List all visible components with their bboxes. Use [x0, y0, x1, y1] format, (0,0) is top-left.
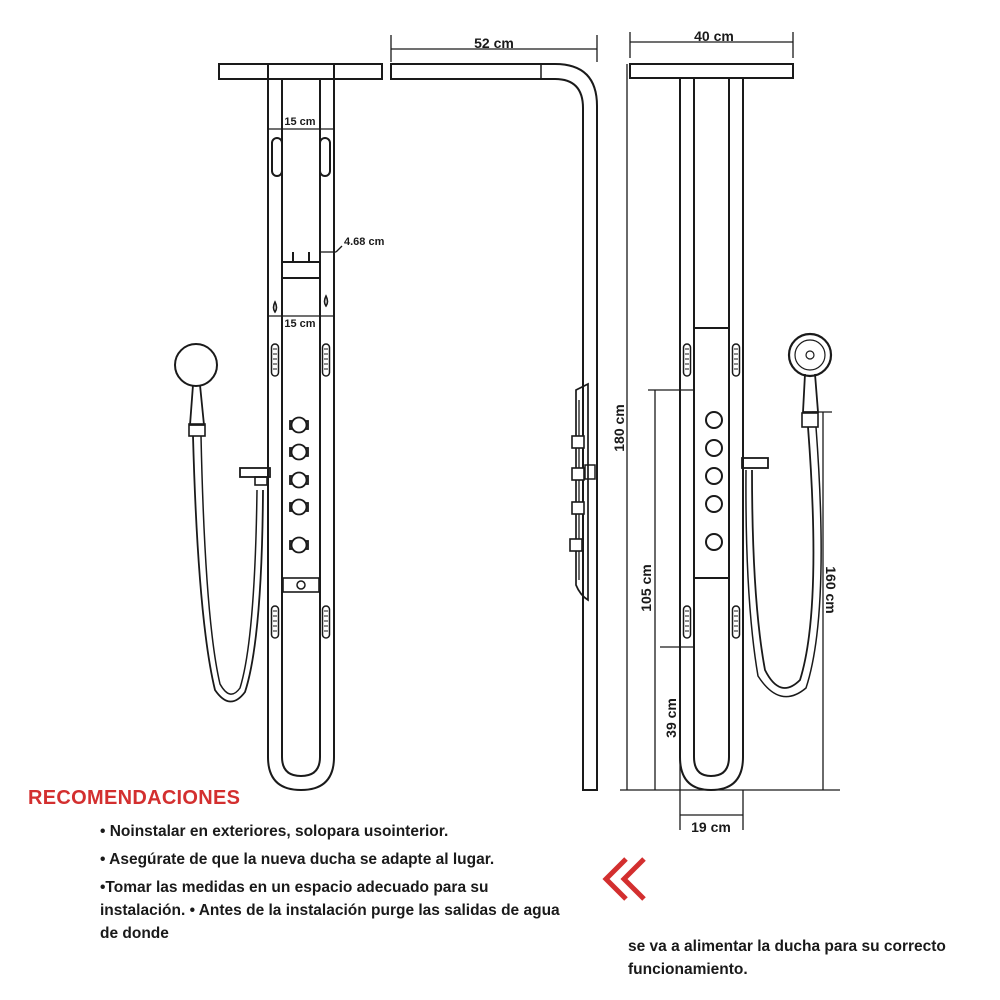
back-dimension-lines: [629, 32, 840, 830]
recommendation-item: • Noinstalar en exteriores, solopara uso…: [100, 823, 449, 840]
dim-hose-length: 160 cm: [823, 566, 839, 613]
dim-side-height: 180 cm: [611, 404, 627, 451]
back-rain-head: [629, 63, 794, 79]
double-chevron-left-icon: [602, 857, 646, 901]
side-dimension-lines: [390, 35, 640, 791]
recommendation-continuation: se va a alimentar la ducha para su corre…: [628, 938, 946, 978]
dim-valve-spacing: 4.68 cm: [344, 236, 385, 248]
recommendation-item: •Tomar las medidas en un espacio adecuad…: [100, 879, 560, 942]
front-view: [174, 63, 383, 792]
dim-height-39: 39 cm: [663, 698, 679, 738]
recommendation-item: • Asegúrate de que la nueva ducha se ada…: [100, 851, 495, 868]
dim-side-depth: 52 cm: [474, 35, 514, 51]
dim-front-mid-spacing: 15 cm: [284, 318, 315, 330]
side-panel-body: [390, 63, 598, 791]
dim-front-top-spacing: 15 cm: [284, 116, 315, 128]
front-panel-body: [267, 64, 335, 792]
front-dimension-lines: [267, 122, 343, 322]
side-view: [390, 63, 598, 791]
dim-base-width: 19 cm: [691, 819, 731, 835]
dim-height-105: 105 cm: [638, 564, 654, 611]
recommendations-heading: RECOMENDACIONES: [28, 787, 241, 809]
dim-back-width: 40 cm: [694, 28, 734, 44]
back-panel-body: [679, 78, 744, 792]
front-rain-head: [218, 63, 383, 80]
back-view: [629, 63, 833, 792]
recommendations-list: • Noinstalar en exteriores, solopara uso…: [100, 820, 570, 950]
